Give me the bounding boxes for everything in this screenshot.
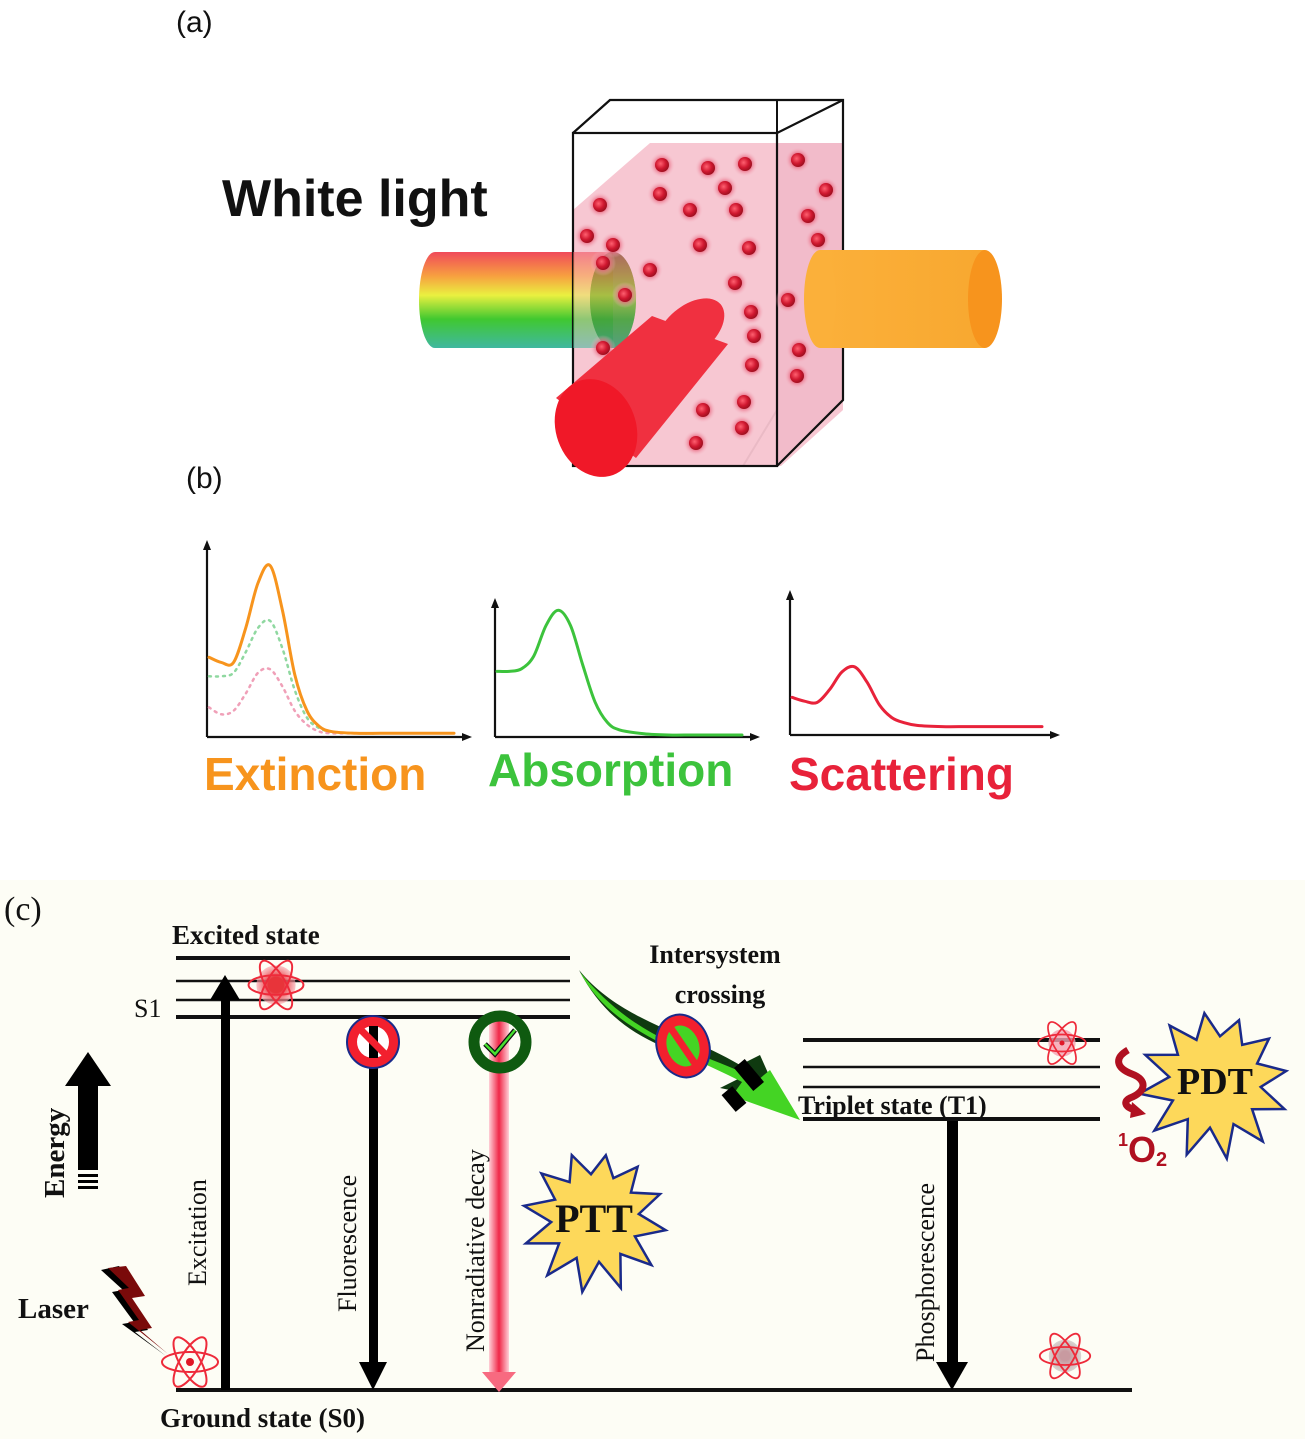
nanoparticle <box>647 181 673 207</box>
fluorescence-prohibited-icon <box>346 1015 400 1069</box>
x-axis-arrowhead <box>462 733 472 741</box>
laser-label: Laser <box>18 1293 89 1325</box>
nanoparticle <box>795 203 821 229</box>
x-axis-arrowhead <box>750 733 760 741</box>
nanoparticle <box>723 197 749 223</box>
pdt-burst: PDT <box>1135 1010 1290 1163</box>
nanoparticle <box>736 235 762 261</box>
phosphorescence-arrow <box>936 1121 968 1390</box>
nanoparticle <box>729 415 755 441</box>
energy-label: Energy <box>39 1107 71 1198</box>
singlet-oxygen-subscript: 2 <box>1156 1149 1167 1171</box>
nanoparticle <box>587 192 613 218</box>
pdt-label: PDT <box>1177 1061 1253 1103</box>
ptt-label: PTT <box>555 1196 633 1241</box>
singlet-oxygen-superscript: 1 <box>1118 1130 1128 1150</box>
white-light-label: White light <box>222 170 488 228</box>
panel-a-label: (a) <box>176 6 213 39</box>
panel-b-label: (b) <box>186 462 223 495</box>
laser-lightning-icon <box>101 1266 168 1356</box>
panel-c: (c) Excited state S1 Triplet state (T1) … <box>0 880 1305 1439</box>
excitation-label: Excitation <box>183 1179 212 1286</box>
x-axis-arrowhead <box>1050 731 1060 739</box>
phosphorescence-label: Phosphorescence <box>911 1183 940 1362</box>
nanoparticle <box>683 430 709 456</box>
s1-label: S1 <box>134 994 161 1023</box>
nanoparticle <box>732 151 758 177</box>
nanoparticle <box>574 223 600 249</box>
singlet-oxygen-base: O <box>1128 1129 1156 1170</box>
series-scattering-component <box>207 667 456 735</box>
panel-c-label: (c) <box>4 891 42 928</box>
intersystem-label-line2: crossing <box>675 980 766 1009</box>
nonradiative-check-icon <box>468 1010 532 1074</box>
triplet-state-label: Triplet state (T1) <box>798 1091 987 1120</box>
y-axis-arrowhead <box>203 540 211 550</box>
fluorescence-label: Fluorescence <box>333 1175 362 1312</box>
extinction-title: Extinction <box>204 748 426 800</box>
spectra-plots <box>203 540 1060 741</box>
nanoparticle <box>687 232 713 258</box>
nanoparticle <box>677 197 703 223</box>
fluorescence-arrow <box>359 1019 387 1390</box>
nanoparticle <box>649 152 675 178</box>
nanoparticle <box>612 282 638 308</box>
atom-triplet-icon <box>1037 1017 1087 1069</box>
absorption-title: Absorption <box>488 744 733 796</box>
nanoparticle <box>785 147 811 173</box>
nanoparticle <box>590 250 616 276</box>
ptt-burst: PTT <box>520 1152 669 1296</box>
nanoparticle <box>738 299 764 325</box>
nanoparticle <box>813 177 839 203</box>
nanoparticle <box>731 389 757 415</box>
atom-ground-icon <box>1038 1328 1092 1384</box>
scattering-title: Scattering <box>789 748 1014 800</box>
series-absorption <box>495 608 744 737</box>
series-scattering <box>790 664 1044 729</box>
singlet-oxygen-wave-arrow <box>1115 1046 1147 1118</box>
y-axis-arrowhead <box>786 590 794 600</box>
excited-state-label: Excited state <box>172 920 320 950</box>
intersystem-label-line1: Intersystem <box>649 940 781 969</box>
nonradiative-decay-label: Nonradiative decay <box>461 1149 490 1352</box>
nanoparticle <box>637 257 663 283</box>
energy-arrow <box>65 1052 111 1189</box>
nanoparticle <box>775 287 801 313</box>
nanoparticle <box>690 397 716 423</box>
plot-scattering <box>786 590 1060 739</box>
excitation-arrow <box>210 975 240 1390</box>
panel-c-background <box>0 880 1305 1439</box>
orange-transmitted-beam <box>804 250 1002 348</box>
plot-extinction <box>203 540 472 741</box>
singlet-oxygen-label: 1 O 2 <box>1118 1129 1167 1171</box>
atom-excited-icon <box>247 955 305 1015</box>
panel-b: (b) Extinction Absorption Scattering <box>186 462 1060 800</box>
y-axis-arrowhead <box>491 598 499 608</box>
intersystem-crossing-arrow <box>579 970 800 1120</box>
ground-state-label: Ground state (S0) <box>160 1403 365 1433</box>
red-scattered-beam <box>554 298 728 477</box>
nonradiative-decay-arrow <box>482 1019 516 1392</box>
atom-laser-icon <box>161 1331 219 1393</box>
series-extinction <box>207 563 456 735</box>
intersystem-prohibited-icon <box>655 1013 711 1079</box>
nanoparticle <box>805 227 831 253</box>
nanoparticle <box>784 363 810 389</box>
series-absorption-component <box>207 618 456 735</box>
panel-a: (a) White light <box>176 6 1002 477</box>
nanoparticle <box>739 352 765 378</box>
nanoparticle <box>741 323 767 349</box>
nanoparticle <box>722 270 748 296</box>
nanoparticle <box>695 155 721 181</box>
nanoparticle <box>712 175 738 201</box>
nanoparticles <box>574 147 839 456</box>
plot-absorption <box>491 598 760 741</box>
nanoparticle <box>786 337 812 363</box>
